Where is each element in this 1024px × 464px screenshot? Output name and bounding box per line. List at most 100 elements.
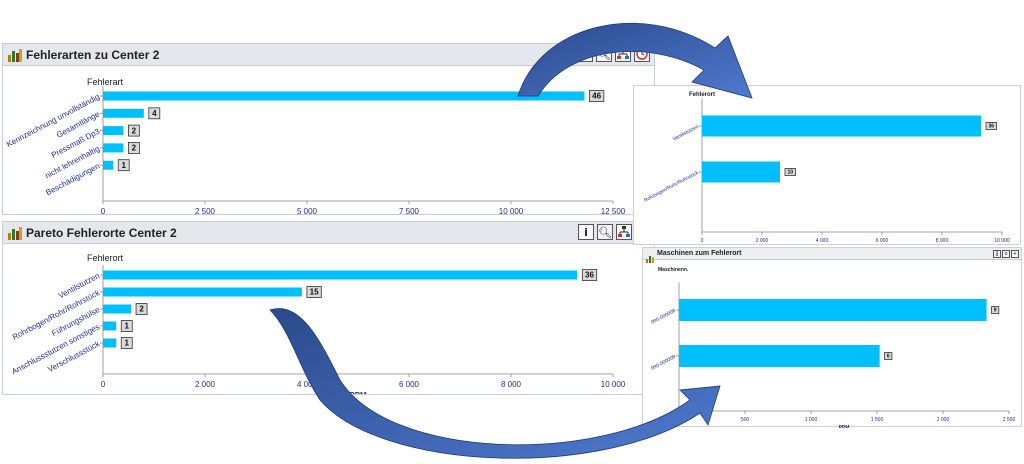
bar-chart-icon bbox=[646, 250, 654, 263]
panel-toolbar: i 🔍︎ bbox=[578, 224, 632, 240]
tree-icon[interactable] bbox=[615, 46, 631, 62]
zoom-icon[interactable]: o bbox=[1002, 250, 1010, 258]
tree-icon[interactable]: + bbox=[1011, 250, 1019, 258]
dimension-label: Maschinenn. bbox=[658, 267, 689, 273]
panel-fehlerarten: Fehlerarten zu Center 2 i 🔍︎ Fehlerart 0… bbox=[2, 43, 655, 215]
data-label-box bbox=[991, 306, 1000, 314]
bar[interactable] bbox=[103, 108, 144, 118]
bar[interactable] bbox=[702, 115, 981, 137]
x-tick-label: 2 000 bbox=[195, 380, 216, 389]
bar[interactable] bbox=[103, 126, 124, 136]
data-label: 46 bbox=[592, 92, 601, 101]
x-axis-title: PPM bbox=[349, 391, 367, 394]
x-tick-label: 8 000 bbox=[936, 238, 949, 244]
category-label: Ventilstutzen bbox=[672, 124, 700, 143]
bar[interactable] bbox=[702, 161, 780, 183]
x-tick-label: 1 000 bbox=[805, 417, 818, 423]
panel-header: Pareto Fehlerorte Center 2 bbox=[3, 222, 654, 244]
x-tick-label: 10 000 bbox=[499, 207, 524, 214]
x-tick-label: 8 000 bbox=[501, 380, 522, 389]
panel-title: Pareto Fehlerorte Center 2 bbox=[26, 225, 177, 240]
dimension-label: Fehlerort bbox=[87, 253, 124, 263]
tree-icon[interactable] bbox=[616, 224, 632, 240]
data-label-box bbox=[120, 320, 133, 332]
category-label: Rohrbogen/Rohr/Rohrstück bbox=[643, 170, 700, 204]
bar-chart-icon bbox=[8, 48, 22, 62]
info-icon[interactable]: i bbox=[577, 46, 593, 62]
panel-pareto-fehlerorte: Pareto Fehlerorte Center 2 i 🔍︎ Fehleror… bbox=[2, 221, 655, 395]
data-label-box bbox=[884, 352, 893, 360]
bar[interactable] bbox=[103, 270, 578, 280]
x-tick-label: 6 000 bbox=[399, 380, 420, 389]
data-label-box bbox=[148, 107, 161, 120]
data-label-box bbox=[135, 303, 148, 315]
data-label: 15 bbox=[310, 288, 319, 297]
panel-header: Fehlerarten zu Center 2 bbox=[3, 44, 654, 66]
bar[interactable] bbox=[103, 321, 117, 331]
data-label: 1 bbox=[121, 161, 126, 170]
data-label-box bbox=[985, 122, 997, 130]
data-label: 4 bbox=[152, 109, 157, 118]
data-label: 1 bbox=[125, 322, 130, 331]
category-label: 095-000008 bbox=[650, 308, 677, 326]
x-tick-label: 2 500 bbox=[1003, 417, 1016, 423]
bar[interactable] bbox=[103, 304, 132, 314]
data-label-box bbox=[117, 159, 130, 172]
panel-title: Fehlerarten zu Center 2 bbox=[26, 47, 160, 62]
bar[interactable] bbox=[679, 345, 880, 367]
panel-header: Maschinen zum Fehlerort bbox=[643, 248, 1021, 263]
zoom-icon[interactable]: 🔍︎ bbox=[596, 46, 612, 62]
x-tick-label: 1 500 bbox=[871, 417, 884, 423]
data-label-box bbox=[128, 142, 140, 154]
data-label: 6 bbox=[887, 354, 890, 360]
x-tick-label: 6 000 bbox=[876, 238, 889, 244]
info-icon[interactable]: i bbox=[578, 224, 594, 240]
zoom-icon[interactable]: 🔍︎ bbox=[597, 224, 613, 240]
bar[interactable] bbox=[103, 338, 117, 348]
data-label-box bbox=[128, 124, 140, 137]
data-label: 1 bbox=[125, 339, 130, 348]
category-label: 095-000009 bbox=[650, 354, 677, 372]
data-label: 9 bbox=[994, 308, 997, 314]
bar[interactable] bbox=[103, 160, 114, 170]
x-tick-label: 500 bbox=[741, 417, 750, 423]
info-icon[interactable]: i bbox=[993, 250, 1001, 258]
data-label: 36 bbox=[585, 271, 594, 280]
clock-icon[interactable] bbox=[634, 46, 650, 62]
data-label: 36 bbox=[988, 124, 994, 130]
x-tick-label: 5 000 bbox=[297, 207, 318, 214]
x-tick-label: 0 bbox=[101, 207, 106, 214]
panel-maschinen: Maschinen zum Fehlerort i o + Maschinenn… bbox=[642, 247, 1022, 428]
data-label: 10 bbox=[787, 170, 793, 176]
x-tick-label: 10 000 bbox=[601, 380, 626, 389]
data-label-box bbox=[120, 337, 133, 349]
panel-toolbar: i 🔍︎ bbox=[577, 46, 650, 62]
x-tick-label: 2 000 bbox=[756, 238, 769, 244]
bar[interactable] bbox=[103, 143, 124, 153]
bar[interactable] bbox=[103, 287, 302, 297]
x-axis-title: PPM bbox=[839, 425, 850, 428]
bar-chart-icon bbox=[8, 226, 22, 240]
panel-toolbar: i o + bbox=[993, 250, 1019, 258]
dimension-label: Fehlerart bbox=[87, 77, 124, 87]
bar[interactable] bbox=[679, 299, 987, 321]
data-label: 2 bbox=[132, 126, 137, 135]
data-label: 2 bbox=[132, 144, 137, 153]
x-tick-label: 7 500 bbox=[399, 207, 420, 214]
x-tick-label: 4 000 bbox=[297, 380, 318, 389]
data-label-box bbox=[581, 269, 598, 281]
x-tick-label: 2 500 bbox=[195, 207, 216, 214]
data-label-box bbox=[784, 168, 796, 176]
x-tick-label: 2 000 bbox=[937, 417, 950, 423]
x-tick-label: 12 500 bbox=[601, 207, 626, 214]
x-tick-label: 4 000 bbox=[816, 238, 829, 244]
x-tick-label: 10 000 bbox=[994, 238, 1010, 244]
panel-title: Maschinen zum Fehlerort bbox=[657, 250, 742, 257]
bar[interactable] bbox=[103, 91, 585, 101]
x-tick-label: 0 bbox=[701, 238, 704, 244]
